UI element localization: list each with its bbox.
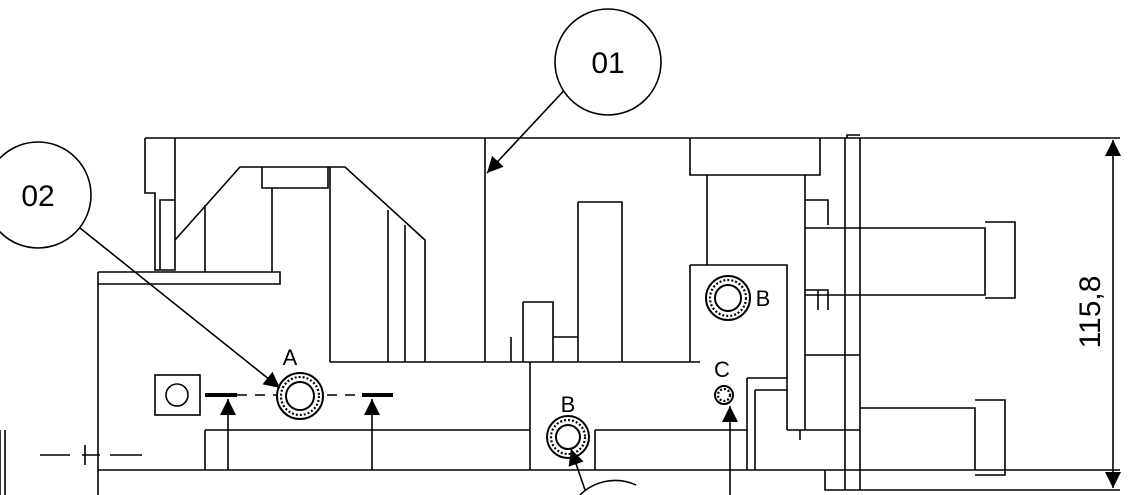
balloon-partial [579, 479, 637, 495]
balloon-01 [554, 8, 662, 116]
balloon-label-02: 02 [21, 180, 54, 213]
bearing-b-lower [546, 415, 590, 459]
leader-b-lower [568, 448, 586, 491]
leader-01 [486, 81, 573, 174]
leader-02 [79, 227, 281, 389]
bearing-label-c: C [714, 357, 730, 382]
bearing-b-upper [705, 275, 751, 321]
bearing-label-b-upper: B [756, 286, 771, 311]
dimension-value: 115,8 [1074, 276, 1107, 349]
balloon-02 [0, 141, 92, 249]
part-outline [97, 134, 1120, 495]
bearing-a [276, 372, 324, 420]
bearing-c [714, 385, 734, 405]
centerline-stub [0, 430, 142, 495]
bearing-label-b-lower: B [561, 392, 576, 417]
square-hole-symbol [154, 374, 201, 416]
balloon-label-01: 01 [591, 47, 624, 80]
bearing-label-a: A [283, 345, 298, 370]
